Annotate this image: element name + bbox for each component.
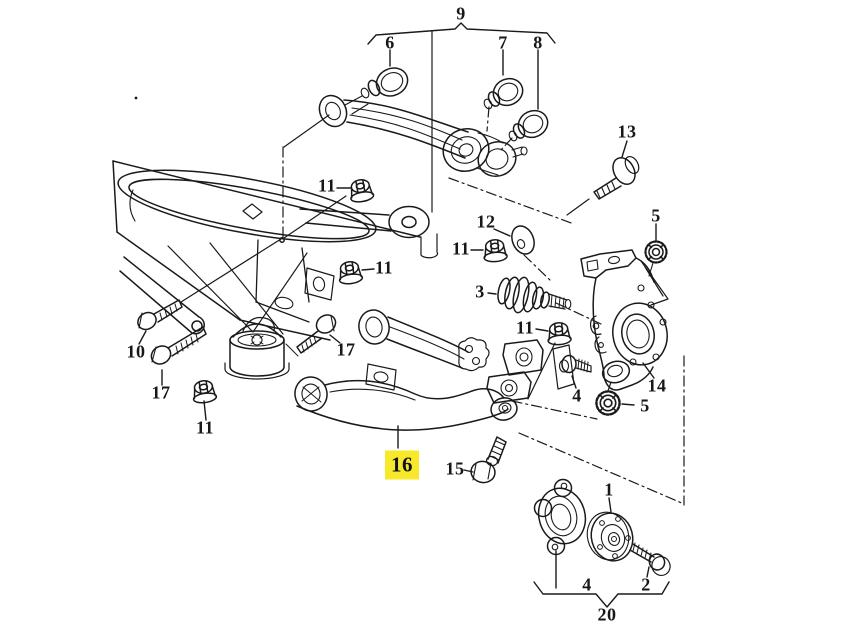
- part-callout-2[interactable]: 2: [641, 574, 651, 595]
- part-callout-17[interactable]: 17: [151, 382, 171, 403]
- construction-lines: [180, 30, 685, 506]
- part-callout-3[interactable]: 3: [475, 281, 485, 302]
- leader-lines: [138, 22, 670, 608]
- bolt-10: [137, 299, 183, 331]
- part-callout-11[interactable]: 11: [451, 238, 471, 259]
- part-callout-10[interactable]: 10: [126, 341, 146, 362]
- wheel-hub-1: [586, 511, 634, 562]
- part-callout-11[interactable]: 11: [515, 317, 535, 338]
- upper-control-arm: [318, 94, 528, 177]
- bolt-13: [593, 155, 640, 200]
- part-callout-5[interactable]: 5: [640, 395, 650, 416]
- wheel-bearing-housing: [533, 478, 587, 556]
- bolt-15: [470, 436, 507, 484]
- steering-knuckle-14: [580, 249, 669, 392]
- bushing-8: [508, 109, 549, 142]
- flange-nut-11-b: [481, 238, 509, 264]
- part-callout-7[interactable]: 7: [498, 32, 508, 53]
- part-callout-6[interactable]: 6: [385, 32, 395, 53]
- part-callout-8[interactable]: 8: [533, 32, 543, 53]
- subframe-mount-bushing: [224, 323, 290, 380]
- bolt-4: [561, 354, 592, 374]
- part-callout-11[interactable]: 11: [374, 257, 394, 278]
- part-callout-13[interactable]: 13: [617, 121, 637, 142]
- part-callout-4[interactable]: 4: [572, 385, 582, 406]
- part-callout-5[interactable]: 5: [651, 205, 661, 226]
- part-callout-9[interactable]: 9: [456, 3, 466, 24]
- washer-12: [511, 225, 535, 255]
- part-callout-4[interactable]: 4: [582, 574, 592, 595]
- locknut-5-lower: [595, 390, 621, 416]
- part-callout-12[interactable]: 12: [476, 211, 496, 232]
- flange-nut-11-d: [545, 321, 573, 347]
- part-callout-11[interactable]: 11: [195, 417, 215, 438]
- bushing-6: [344, 67, 409, 115]
- lower-control-arm-16: [294, 376, 518, 431]
- part-callout-16-highlighted[interactable]: 16: [385, 450, 419, 480]
- bolt-2: [629, 542, 671, 577]
- bolt-17-left: [150, 326, 207, 365]
- flange-nut-11-a: [347, 177, 376, 205]
- part-callout-15[interactable]: 15: [445, 458, 465, 479]
- bolt-17-right: [285, 314, 337, 357]
- part-callout-1[interactable]: 1: [604, 479, 614, 500]
- part-callout-20[interactable]: 20: [597, 604, 617, 625]
- bushing-7: [483, 77, 524, 110]
- flange-nut-11-c: [336, 259, 364, 286]
- part-callout-17[interactable]: 17: [336, 339, 356, 360]
- ball-joint-3: [497, 276, 572, 314]
- part-callout-11[interactable]: 11: [317, 175, 337, 196]
- stabilizer-clamp-brackets: [458, 337, 575, 404]
- part-callout-14[interactable]: 14: [647, 375, 667, 396]
- track-rod: [358, 309, 469, 369]
